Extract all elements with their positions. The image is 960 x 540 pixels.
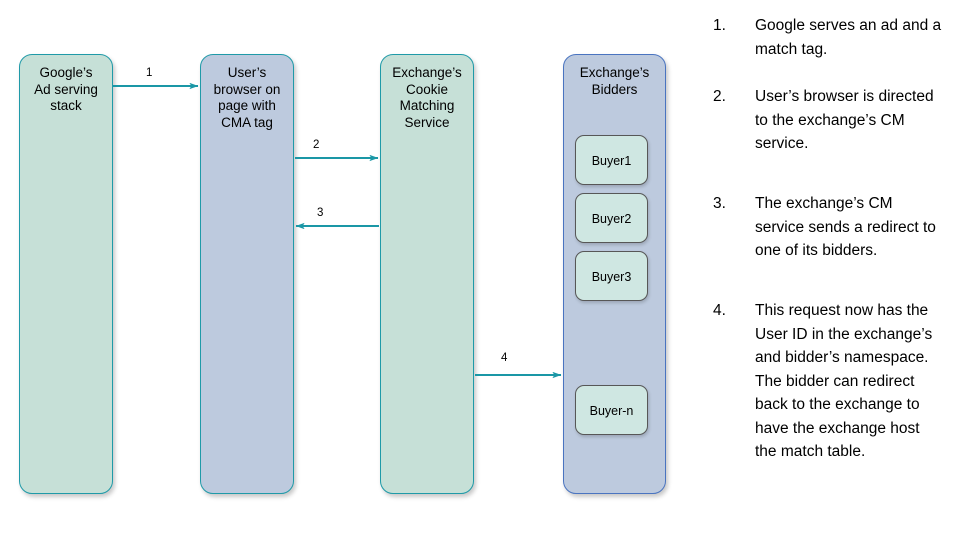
step-2-text: User’s browser is directed to the exchan… [755,88,934,152]
arrow-1-label: 1 [146,67,153,79]
step-1-number: 1. [713,17,726,34]
arrow-3-label: 3 [317,207,324,219]
step-1-text: Google serves an ad and a match tag. [755,17,942,58]
arrow-4-label: 4 [501,352,508,364]
node-google-ad-serving-stack: Google’s Ad serving stack [19,54,113,494]
cookie-matching-diagram: Google’s Ad serving stack User’s browser… [19,54,666,494]
step-3-number: 3. [713,195,726,212]
node-user-browser-label: User’s browser on page with CMA tag [213,65,281,130]
bidder-box-buyer1: Buyer1 [575,135,648,185]
steps-list: 1. Google serves an ad and a match tag. … [700,0,960,540]
node-user-browser: User’s browser on page with CMA tag [200,54,294,494]
node-exchange-cookie-matching-service: Exchange’s Cookie Matching Service [380,54,474,494]
node-google-ad-serving-stack-label: Google’s Ad serving stack [34,65,98,113]
bidder-box-buyer2: Buyer2 [575,193,648,243]
step-3-text: The exchange’s CM service sends a redire… [755,195,936,259]
node-exchange-bidders-label: Exchange’s Bidders [579,65,650,97]
bidder-box-buyer-n: Buyer-n [575,385,648,435]
step-4-number: 4. [713,302,726,319]
arrow-2-label: 2 [313,139,320,151]
node-exchange-cookie-matching-service-label: Exchange’s Cookie Matching Service [392,65,462,130]
bidder-box-buyer3: Buyer3 [575,251,648,301]
step-4-text: This request now has the User ID in the … [755,302,933,460]
step-2-number: 2. [713,88,726,105]
